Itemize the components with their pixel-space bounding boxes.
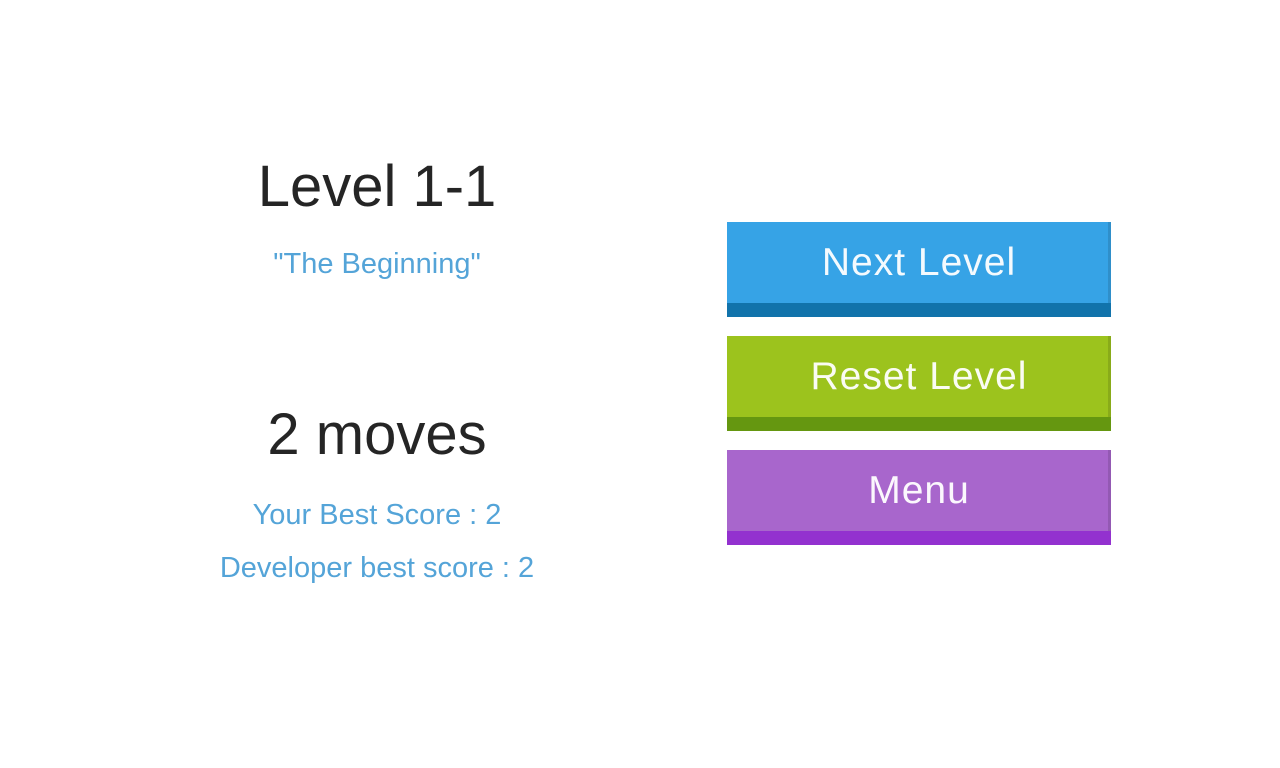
reset-level-button[interactable]: Reset Level (727, 336, 1111, 431)
button-stack: Next Level Reset Level Menu (727, 222, 1111, 545)
developer-best-score: Developer best score : 2 (219, 552, 535, 584)
level-subtitle: "The Beginning" (273, 248, 481, 280)
moves-count: 2 moves (267, 402, 487, 467)
level-title: Level 1-1 (257, 154, 497, 219)
next-level-button[interactable]: Next Level (727, 222, 1111, 317)
menu-button[interactable]: Menu (727, 450, 1111, 545)
your-best-score: Your Best Score : 2 (252, 499, 502, 531)
